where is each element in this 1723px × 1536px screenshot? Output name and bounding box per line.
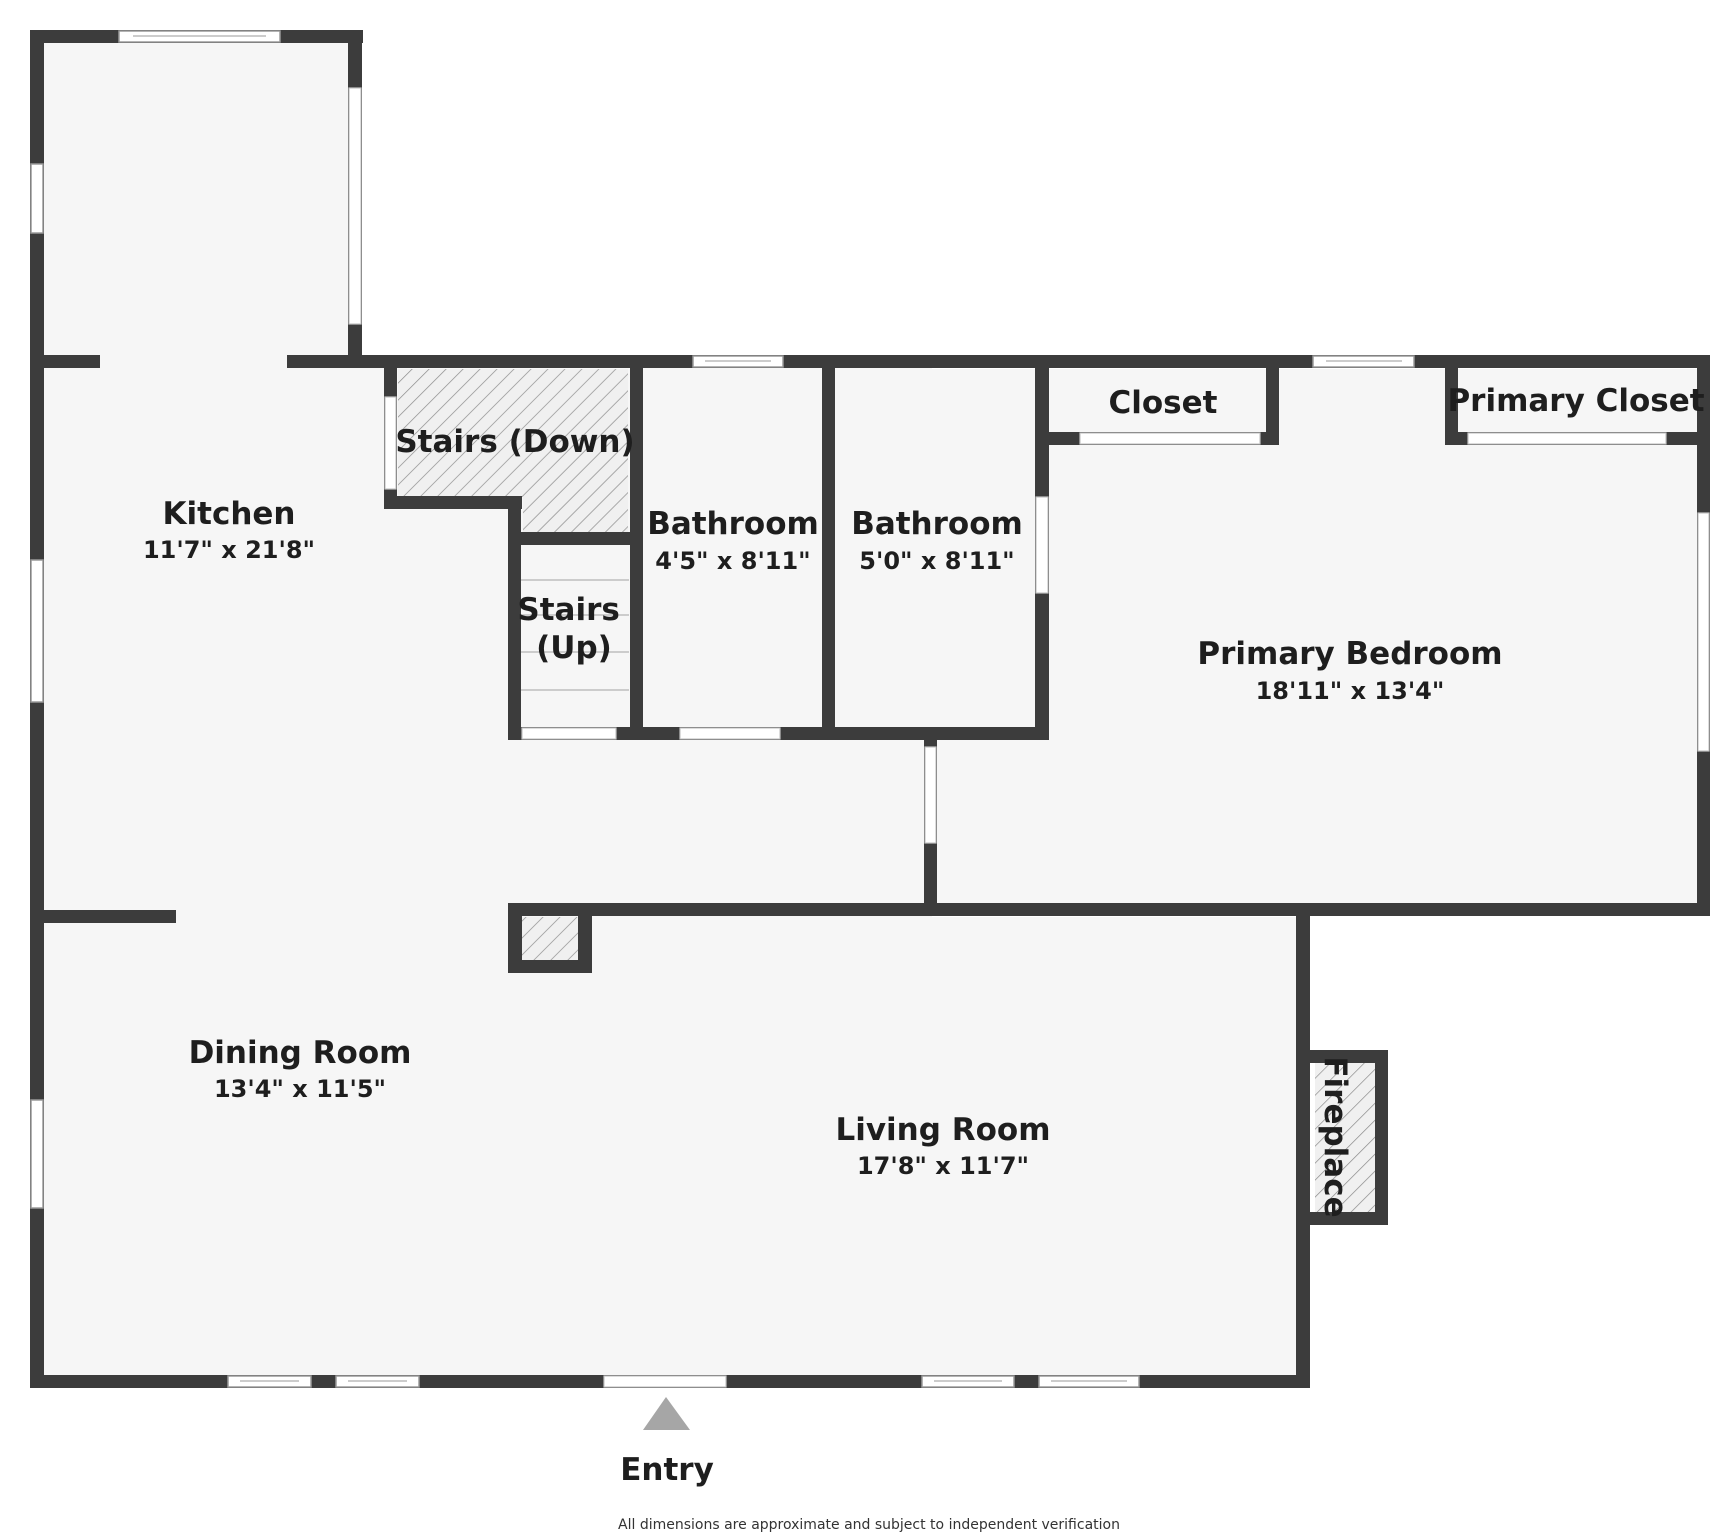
primary-bedroom-name: Primary Bedroom [1197,636,1502,672]
bedroom-floor [932,369,1699,904]
openings [30,30,1710,1388]
floors [37,37,1699,1380]
window-left-upper [30,163,44,234]
bathroom-1-dims: 4'5" x 8'11" [655,547,810,575]
window-left-middle [30,559,44,703]
entry-arrow-icon [643,1397,690,1430]
lower-floor [37,917,1303,1380]
stairs-down-name: Stairs (Down) [395,424,634,460]
door-bath2 [1035,496,1049,594]
fireplace-hatch [1315,1062,1375,1212]
door-primary-closet [1467,432,1667,445]
door-bedroom [924,746,937,844]
window-left-lower [30,1099,44,1209]
chimney-hatch [522,917,578,960]
bathroom-1-name: Bathroom [647,506,819,542]
window-kitchen-right [348,87,362,325]
living-room-name: Living Room [835,1112,1050,1148]
stairs-up-line-2: (Up) [536,630,612,666]
bathroom-1-floor [644,369,824,728]
stairs-up-floor [521,545,629,728]
door-closet [1079,432,1261,445]
closet-floor [1052,369,1273,435]
disclaimer: All dimensions are approximate and subje… [618,1517,1120,1533]
kitchen-name: Kitchen [162,496,295,532]
window-bedroom-right [1697,512,1710,752]
stairs-down-hatch [398,369,628,532]
fireplace-name: Fireplace [1317,1056,1353,1217]
bathroom-2-dims: 5'0" x 8'11" [859,547,1014,575]
kitchen-dims: 11'7" x 21'8" [143,536,315,564]
closet-name: Closet [1109,385,1218,421]
entry-label: Entry [620,1452,714,1488]
stairs-up-name: Stairs (Up) [517,592,630,666]
room-labels: Kitchen 11'7" x 21'8" Stairs (Down) Stai… [143,383,1705,1533]
bathroom-2-name: Bathroom [851,506,1023,542]
stairs-up-treads [521,579,629,691]
primary-bedroom-dims: 18'11" x 13'4" [1256,677,1445,705]
primary-closet-floor [1458,369,1690,435]
opening-stairs-down-left [384,396,397,490]
door-entry [603,1375,727,1388]
dining-room-name: Dining Room [189,1035,412,1071]
stairs-up-line-1: Stairs [517,592,619,628]
primary-closet-name: Primary Closet [1447,383,1704,419]
door-bath1 [679,727,781,740]
living-room-dims: 17'8" x 11'7" [857,1152,1029,1180]
dining-room-dims: 13'4" x 11'5" [214,1075,386,1103]
door-stairs-up [521,727,617,740]
